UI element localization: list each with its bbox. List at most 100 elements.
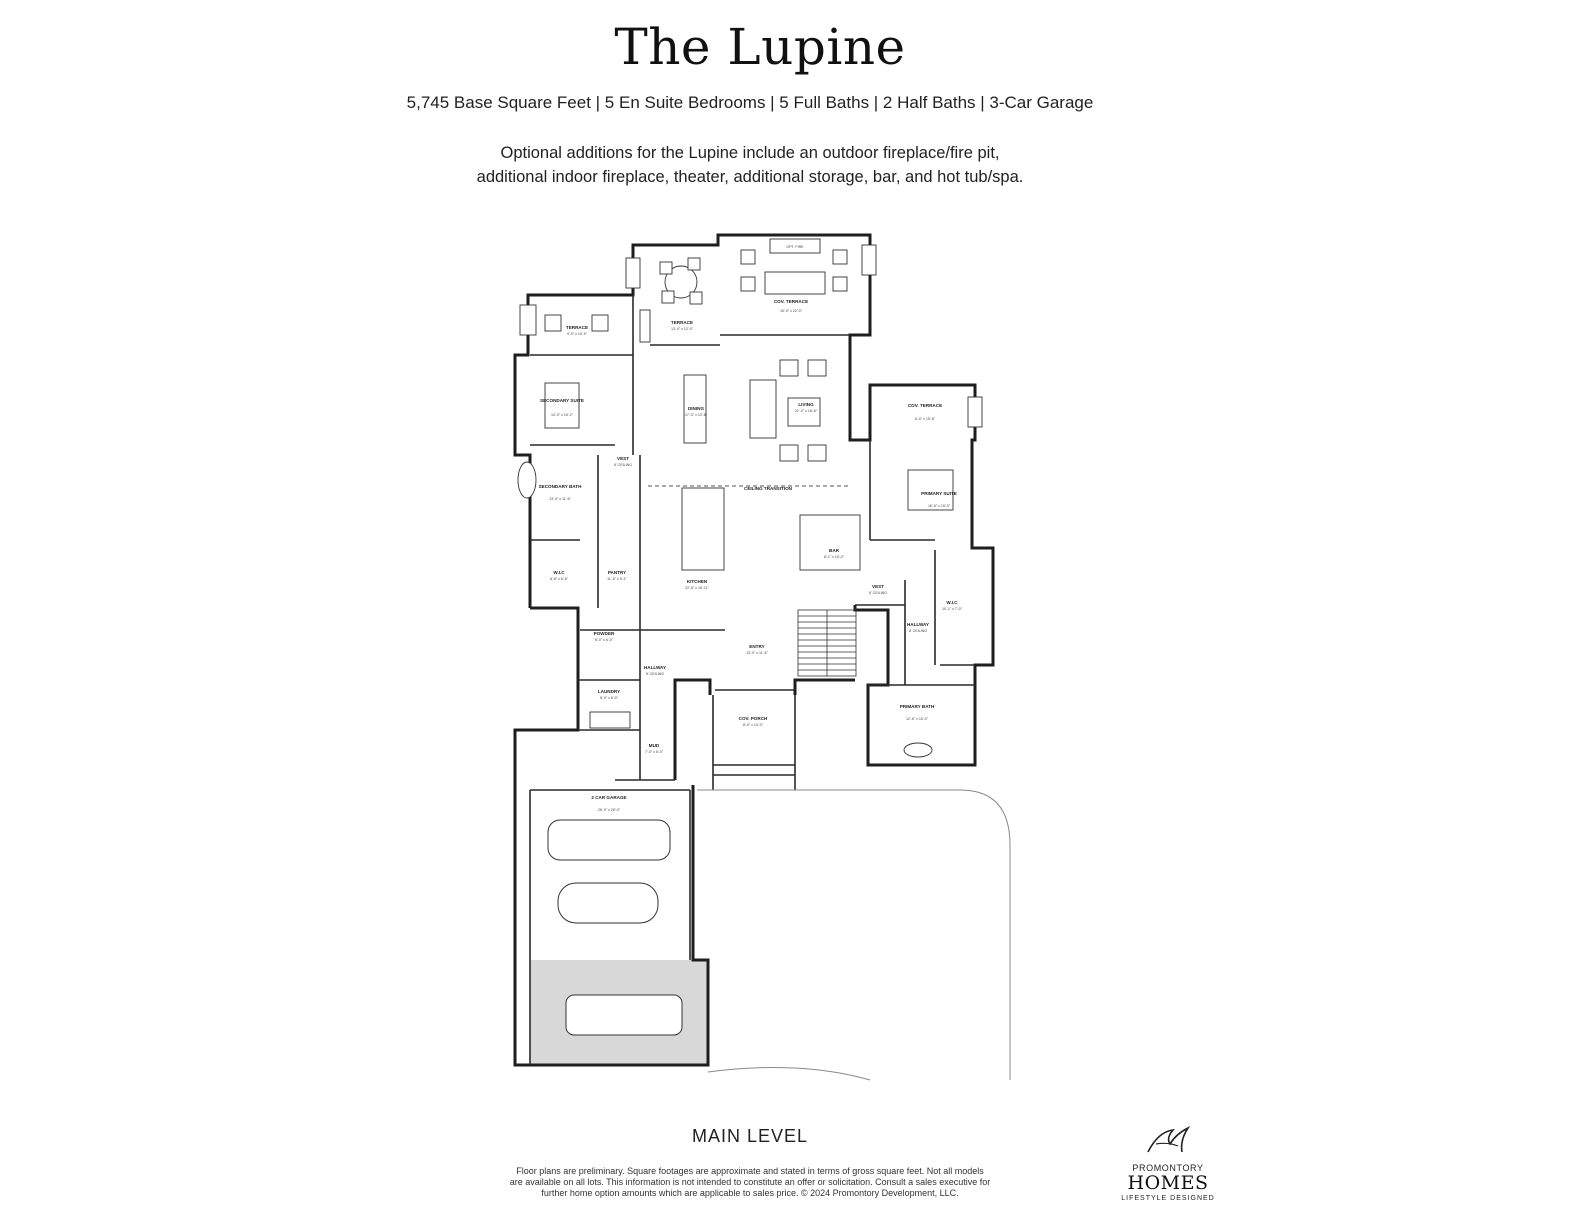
bar-counter xyxy=(799,514,861,571)
driveway-outline xyxy=(697,789,1011,1080)
room-label: 2 CAR GARAGE xyxy=(591,795,626,800)
living-chair xyxy=(779,359,799,377)
room-label: COV. TERRACE xyxy=(774,299,808,304)
floor-plan: COV. TERRACE 15'-0" x 22'-0" TERRACE 13'… xyxy=(513,233,1011,1081)
planter xyxy=(519,304,537,336)
staircase xyxy=(797,609,857,677)
room-note: 8' CEILING xyxy=(614,463,632,467)
page-title: The Lupine xyxy=(614,18,906,76)
room-dims: 13'-0" x 12'-0" xyxy=(671,327,694,331)
planter xyxy=(861,244,877,276)
outdoor-fireplace xyxy=(769,238,821,254)
room-dims: 21'-2" x 18'-6" xyxy=(795,409,818,413)
logo-line-1: PROMONTORY xyxy=(1132,1163,1204,1173)
outdoor-sofa xyxy=(764,271,826,295)
outdoor-chair xyxy=(740,249,756,265)
coffee-table xyxy=(787,397,821,427)
room-label: MUD xyxy=(649,743,660,748)
room-label: PRIMARY BATH xyxy=(900,704,935,709)
room-label: COV. TERRACE xyxy=(908,403,942,408)
room-label: BAR xyxy=(829,548,840,553)
disclaimer-line-1: Floor plans are preliminary. Square foot… xyxy=(516,1166,984,1176)
room-labels: COV. TERRACE 15'-0" x 22'-0" TERRACE 13'… xyxy=(539,245,963,812)
room-label: W.I.C xyxy=(553,570,565,575)
garage-wall xyxy=(513,785,710,1067)
interior-wall-left xyxy=(513,606,580,785)
planter xyxy=(967,396,983,428)
room-label: LIVING xyxy=(798,402,814,407)
room-label: SECONDARY SUITE xyxy=(540,398,584,403)
secondary-bed xyxy=(544,382,580,429)
logo-line-2: HOMES xyxy=(1127,1172,1209,1194)
options-description-line-1: Optional additions for the Lupine includ… xyxy=(500,144,1000,162)
room-label: W.I.C xyxy=(946,600,958,605)
room-dims: 17'-0" x 10'-6" xyxy=(685,413,708,417)
driveway-curve xyxy=(707,1067,871,1081)
room-dims: 22'-6" x 16'-11" xyxy=(685,586,710,590)
room-dims: 16'-6" x 15'-0" xyxy=(928,504,951,508)
grill-counter xyxy=(639,309,651,343)
entry-wall xyxy=(793,678,855,695)
room-dims: 9'-0" x 15'-9" xyxy=(567,332,588,336)
washer-dryer xyxy=(589,711,631,729)
bathtub xyxy=(517,461,537,499)
options-description: Optional additions for the Lupine includ… xyxy=(0,141,1500,189)
living-chair xyxy=(807,444,827,462)
planter xyxy=(625,257,641,289)
room-dims: 13'-0" x 11'-6" xyxy=(746,651,769,655)
room-label: KITCHEN xyxy=(687,579,708,584)
room-label: DINING xyxy=(688,406,705,411)
disclaimer: Floor plans are preliminary. Square foot… xyxy=(440,1166,1060,1199)
room-label: TERRACE xyxy=(671,320,693,325)
suv-outline xyxy=(547,819,671,861)
car-outline xyxy=(557,882,659,924)
outdoor-chair xyxy=(740,276,756,292)
room-dims: 8'-6" x 8'-6" xyxy=(550,577,569,581)
living-chair xyxy=(779,444,799,462)
room-dims: 14'-0" x 15'-2" xyxy=(551,413,574,417)
kitchen-island xyxy=(681,487,725,571)
living-sofa xyxy=(749,379,777,439)
room-label: LAUNDRY xyxy=(598,689,620,694)
home-stats: 5,745 Base Square Feet | 5 En Suite Bedr… xyxy=(406,93,1094,112)
outdoor-chair xyxy=(832,249,848,265)
room-dims: 8'-1" x 10'-0" xyxy=(824,555,845,559)
room-dims: 26'-0" x 28'-0" xyxy=(598,808,621,812)
ceiling-transition-label: CEILING TRANSITION xyxy=(744,486,793,491)
room-dims: 8'-0" x 6'-0" xyxy=(600,696,619,700)
disclaimer-line-2: are available on all lots. This informat… xyxy=(509,1177,991,1187)
logo-line-3: LIFESTYLE DESIGNED xyxy=(1121,1195,1215,1202)
room-dims: 13'-0" x 11'-6" xyxy=(549,497,572,501)
patio-chair xyxy=(689,291,703,305)
truck-outline xyxy=(565,994,683,1036)
lounge-chair xyxy=(591,314,609,332)
patio-chair xyxy=(659,261,673,275)
room-dims: 8'-0" x 13'-0" xyxy=(743,723,764,727)
disclaimer-line-3: further home option amounts which are ap… xyxy=(541,1188,959,1198)
room-label: HALLWAY xyxy=(644,665,666,670)
outdoor-chair xyxy=(832,276,848,292)
room-label: SECONDARY BATH xyxy=(539,484,582,489)
patio-chair xyxy=(687,257,701,271)
room-dims: 10'-1" x 7'-0" xyxy=(942,607,963,611)
room-note: 8' CEILING xyxy=(869,591,887,595)
patio-chair xyxy=(661,290,675,304)
room-label: VEST xyxy=(872,584,884,589)
room-note: 8' CEILING xyxy=(909,629,927,633)
room-label: ENTRY xyxy=(749,644,764,649)
options-description-line-2: additional indoor fireplace, theater, ad… xyxy=(476,168,1024,186)
primary-bathtub xyxy=(903,742,933,758)
living-chair xyxy=(807,359,827,377)
room-label: VEST xyxy=(617,456,629,461)
porch-wall xyxy=(673,678,712,780)
room-dims: 7'-0" x 6'-0" xyxy=(645,750,664,754)
dining-table xyxy=(683,374,707,444)
lounge-chair xyxy=(544,314,562,332)
room-label: TERRACE xyxy=(566,325,588,330)
room-dims: 15'-0" x 22'-0" xyxy=(780,309,803,313)
room-dims: 6'-0" x 6'-0" xyxy=(595,638,614,642)
patio-table xyxy=(664,265,698,299)
room-label: POWDER xyxy=(594,631,615,636)
room-label: PANTRY xyxy=(608,570,626,575)
room-dims: 6'-0" x 15'-6" xyxy=(915,417,936,421)
